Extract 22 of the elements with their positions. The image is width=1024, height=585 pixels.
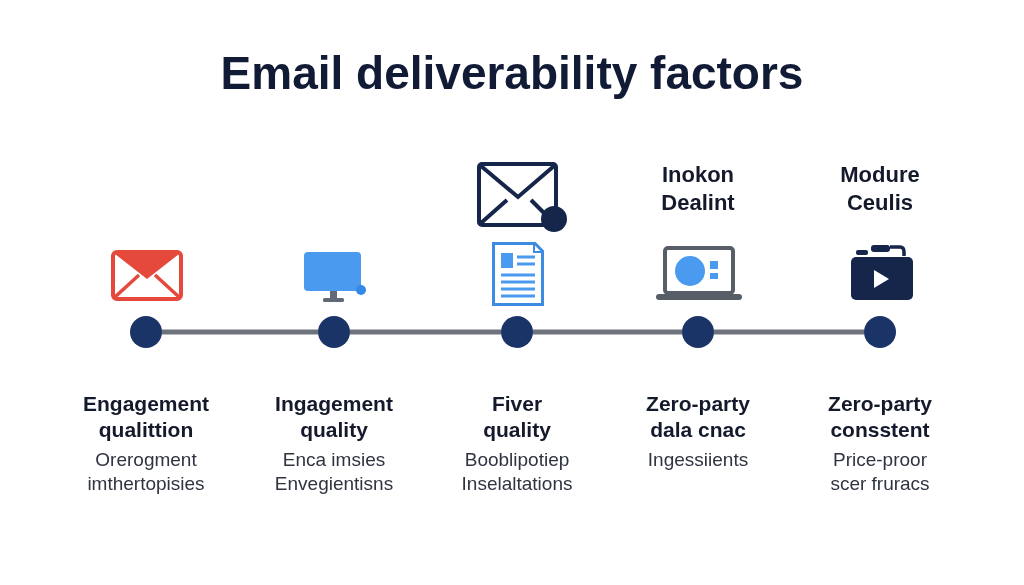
step-heading: Zero-party dala cnac: [645, 391, 751, 443]
step-heading: Engagement qualittion: [82, 391, 210, 443]
step-heading: Zero-party consstent: [827, 391, 933, 443]
timeline-dot: [501, 316, 533, 348]
timeline-dot: [130, 316, 162, 348]
step-heading: Fiver quality: [482, 391, 552, 443]
step-heading: Ingagement quality: [274, 391, 394, 443]
connector-line: [350, 329, 501, 335]
connector-line: [714, 329, 864, 335]
step-description: Enca imsies Envegientisns: [273, 448, 395, 496]
connector-line: [162, 329, 318, 335]
icon-caption: Inokon Dealint: [660, 161, 736, 217]
step-description: Orerogment imthertopisies: [86, 448, 206, 496]
title: Email deliverability factors: [219, 46, 805, 101]
step-description: Ingessiients: [646, 448, 750, 472]
timeline-dot: [864, 316, 896, 348]
step-description: Price-proor scer fruracs: [829, 448, 931, 496]
step-description: Booblipotiep Inselaltations: [460, 448, 574, 496]
connector-line: [533, 329, 682, 335]
timeline-dot: [318, 316, 350, 348]
icon-caption: Modure Ceulis: [839, 161, 921, 217]
timeline-dot: [682, 316, 714, 348]
